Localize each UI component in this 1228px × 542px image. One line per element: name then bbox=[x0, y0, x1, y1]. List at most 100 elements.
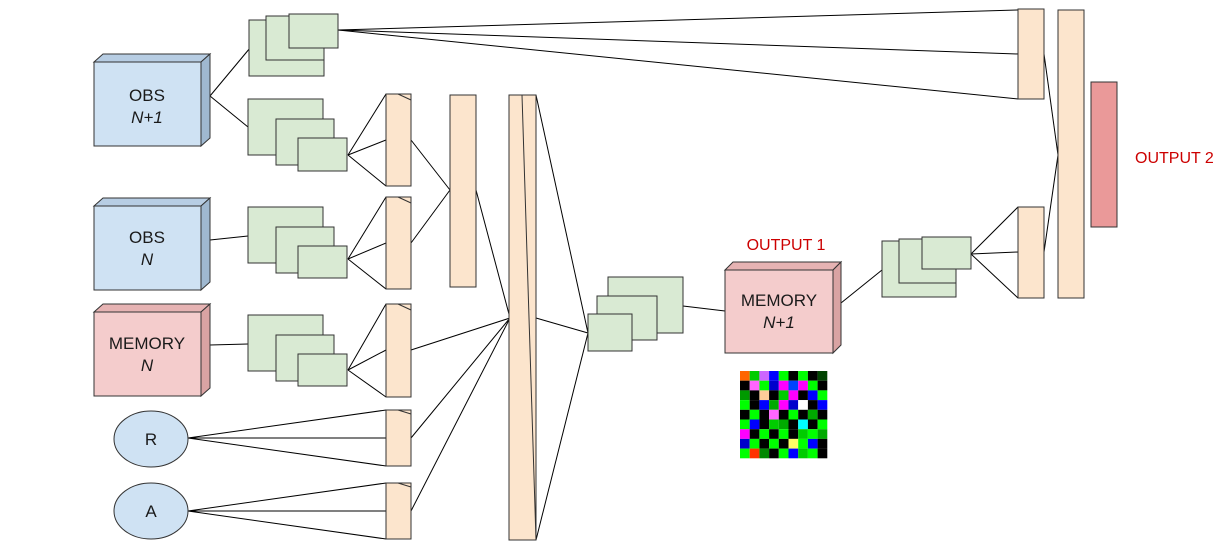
memory-cell bbox=[778, 400, 789, 410]
memory-cell bbox=[817, 409, 828, 420]
memory-next-box: MEMORY N+1 bbox=[723, 260, 843, 355]
memory-cell bbox=[788, 438, 799, 449]
memory-cell bbox=[749, 409, 760, 420]
memory-cell bbox=[817, 380, 828, 391]
dense-column-obs bbox=[449, 94, 477, 288]
memory-cell bbox=[817, 390, 828, 401]
reward-node: R bbox=[113, 410, 189, 468]
memory-cell bbox=[798, 380, 808, 391]
memory-cell bbox=[807, 438, 818, 449]
dense-column-merged bbox=[508, 94, 537, 541]
memory-cell bbox=[807, 429, 818, 439]
obs-next-box: OBS N+1 bbox=[92, 52, 212, 148]
memory-cell bbox=[778, 390, 789, 401]
dense-column-a bbox=[385, 93, 412, 187]
conv-stack-obs bbox=[247, 206, 348, 279]
memory-cell bbox=[817, 400, 828, 410]
memory-cell bbox=[817, 438, 828, 449]
memory-cell bbox=[769, 438, 779, 449]
output-2-bar bbox=[1090, 81, 1118, 228]
memory-cell bbox=[798, 419, 808, 430]
memory-cell bbox=[749, 448, 760, 459]
conv-stack-decoder bbox=[587, 276, 684, 352]
memory-cell bbox=[778, 371, 789, 381]
memory-cell bbox=[759, 429, 770, 439]
memory-cell bbox=[759, 419, 770, 430]
dense-column-action bbox=[385, 482, 412, 540]
memory-cell bbox=[749, 371, 760, 381]
memory-cell bbox=[788, 448, 799, 459]
memory-cell bbox=[769, 409, 779, 420]
memory-cell bbox=[807, 409, 818, 420]
conv-stack-output bbox=[881, 236, 972, 298]
memory-cell bbox=[740, 419, 750, 430]
obs-box: OBS N bbox=[92, 196, 212, 292]
memory-cell bbox=[759, 400, 770, 410]
memory-cell bbox=[740, 380, 750, 391]
conv-stack-top bbox=[248, 13, 339, 77]
action-label: A bbox=[145, 502, 157, 521]
output-2-label: OUTPUT 2 bbox=[1135, 150, 1214, 167]
memory-next-index: N+1 bbox=[763, 313, 795, 332]
memory-cell bbox=[817, 371, 828, 381]
memory-cell bbox=[759, 380, 770, 391]
memory-cell bbox=[769, 419, 779, 430]
memory-cell bbox=[769, 448, 779, 459]
memory-cell bbox=[788, 390, 799, 401]
memory-cell bbox=[778, 448, 789, 459]
memory-cell bbox=[740, 429, 750, 439]
dense-column-right-top bbox=[1017, 8, 1045, 100]
memory-cell bbox=[759, 409, 770, 420]
memory-cell bbox=[807, 380, 818, 391]
connection-lines bbox=[187, 9, 1059, 541]
memory-cell bbox=[749, 419, 760, 430]
memory-box: MEMORY N bbox=[92, 302, 212, 398]
output-1-label: OUTPUT 1 bbox=[747, 237, 826, 254]
conv-stack-memory bbox=[247, 314, 348, 387]
memory-cell bbox=[788, 400, 799, 410]
memory-cell bbox=[778, 438, 789, 449]
memory-cell bbox=[740, 438, 750, 449]
memory-cell bbox=[788, 429, 799, 439]
memory-cell bbox=[798, 429, 808, 439]
memory-next-label: MEMORY bbox=[741, 291, 817, 310]
memory-cell bbox=[740, 409, 750, 420]
memory-index: N bbox=[141, 356, 154, 375]
memory-cell bbox=[817, 419, 828, 430]
obs-index: N bbox=[141, 250, 154, 269]
memory-cell bbox=[749, 390, 760, 401]
memory-cell bbox=[798, 390, 808, 401]
memory-cell bbox=[798, 371, 808, 381]
dense-column-c bbox=[385, 303, 412, 398]
action-node: A bbox=[113, 482, 189, 540]
memory-cell bbox=[807, 448, 818, 459]
conv-stack-obs-next bbox=[247, 98, 348, 172]
dense-column-b bbox=[385, 196, 412, 290]
memory-cell bbox=[769, 371, 779, 381]
memory-cell bbox=[817, 448, 828, 459]
memory-cell bbox=[817, 429, 828, 439]
memory-cell bbox=[769, 400, 779, 410]
memory-cell bbox=[807, 390, 818, 401]
dense-column-reward bbox=[385, 409, 412, 467]
obs-next-index: N+1 bbox=[131, 108, 163, 127]
memory-cell bbox=[788, 409, 799, 420]
memory-cell bbox=[769, 390, 779, 401]
memory-cell bbox=[778, 429, 789, 439]
memory-cell bbox=[740, 371, 750, 381]
memory-cell bbox=[740, 448, 750, 459]
obs-label: OBS bbox=[129, 228, 165, 247]
memory-cell bbox=[749, 429, 760, 439]
memory-cell bbox=[798, 400, 808, 410]
memory-cell bbox=[769, 380, 779, 391]
memory-cell bbox=[788, 419, 799, 430]
memory-cell bbox=[759, 390, 770, 401]
obs-next-label: OBS bbox=[129, 86, 165, 105]
memory-cell bbox=[798, 409, 808, 420]
memory-cell bbox=[778, 419, 789, 430]
memory-cell bbox=[740, 400, 750, 410]
memory-cell bbox=[788, 380, 799, 391]
memory-visualization bbox=[740, 371, 828, 459]
memory-cell bbox=[778, 409, 789, 420]
